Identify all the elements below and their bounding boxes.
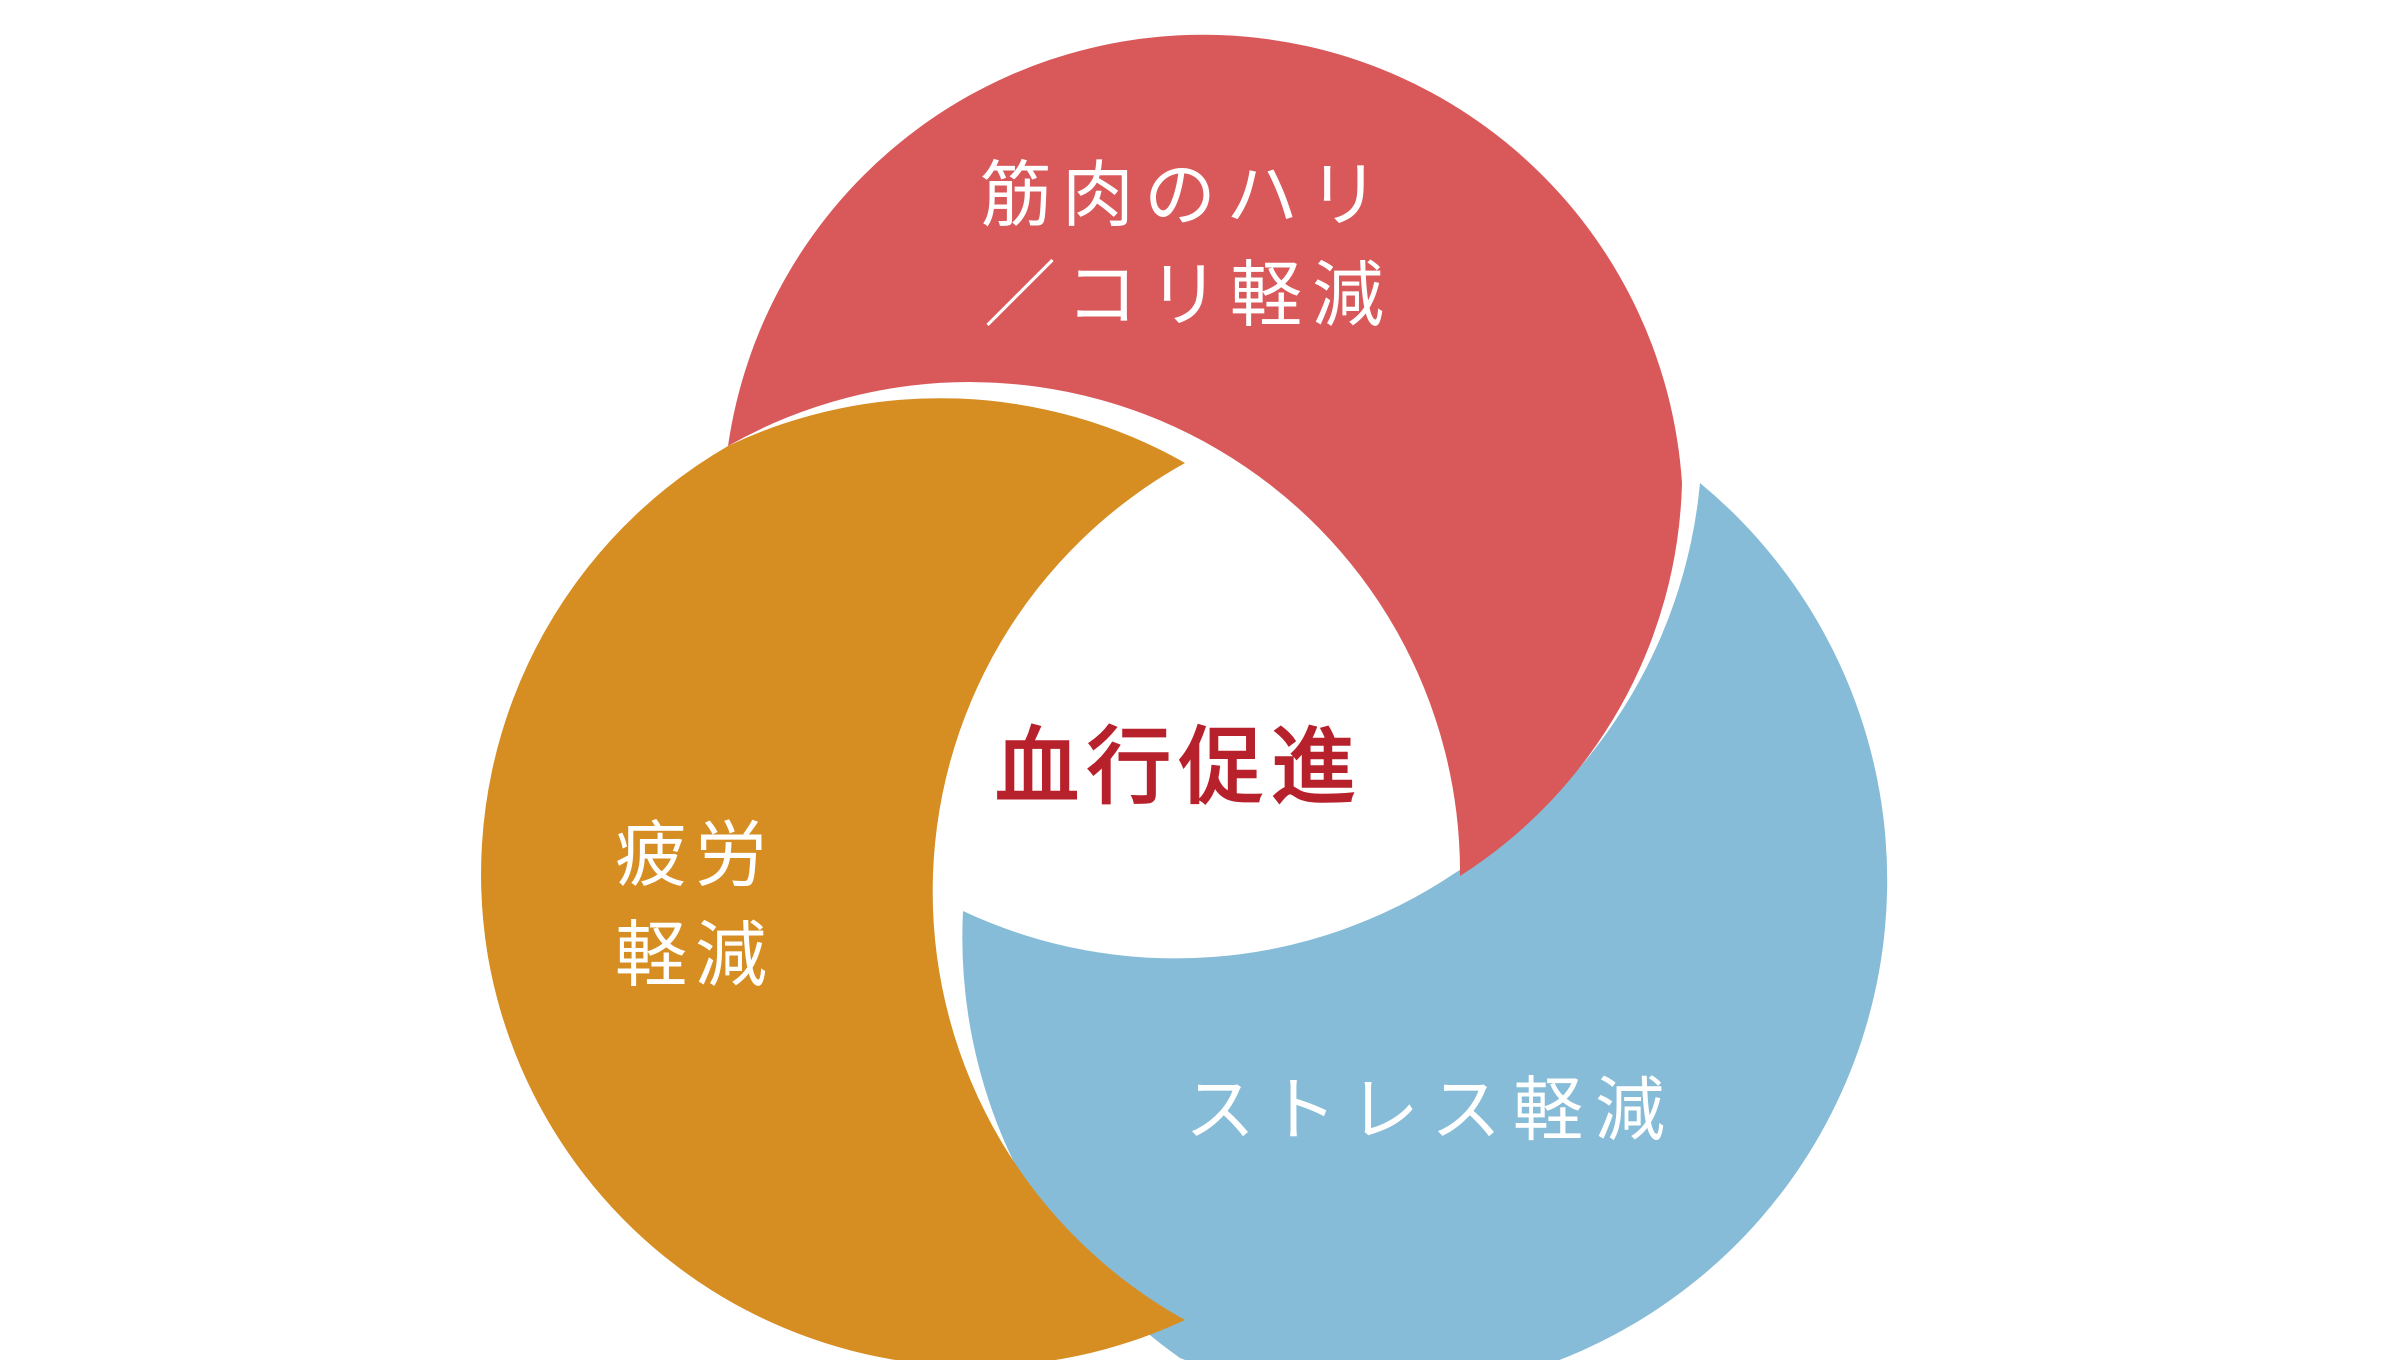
muscle-tension-label: 筋肉のハリ ／コリ軽減 [980, 145, 1450, 345]
stress-reduction-segment [962, 483, 1888, 1360]
fatigue-reduction-label: 疲労 軽減 [615, 805, 815, 1005]
muscle-tension-segment [728, 34, 1682, 877]
fatigue-reduction-label-line1: 疲労 [615, 813, 776, 897]
fatigue-reduction-segment [481, 398, 1185, 1360]
muscle-tension-label-line1: 筋肉のハリ [980, 153, 1391, 237]
blood-circulation-label: 血行促進 [995, 718, 1364, 816]
fatigue-reduction-label-line2: 軽減 [615, 913, 776, 997]
stress-reduction-label: ストレス軽減 [1185, 1069, 1677, 1151]
muscle-tension-label-line2: ／コリ軽減 [984, 253, 1395, 337]
